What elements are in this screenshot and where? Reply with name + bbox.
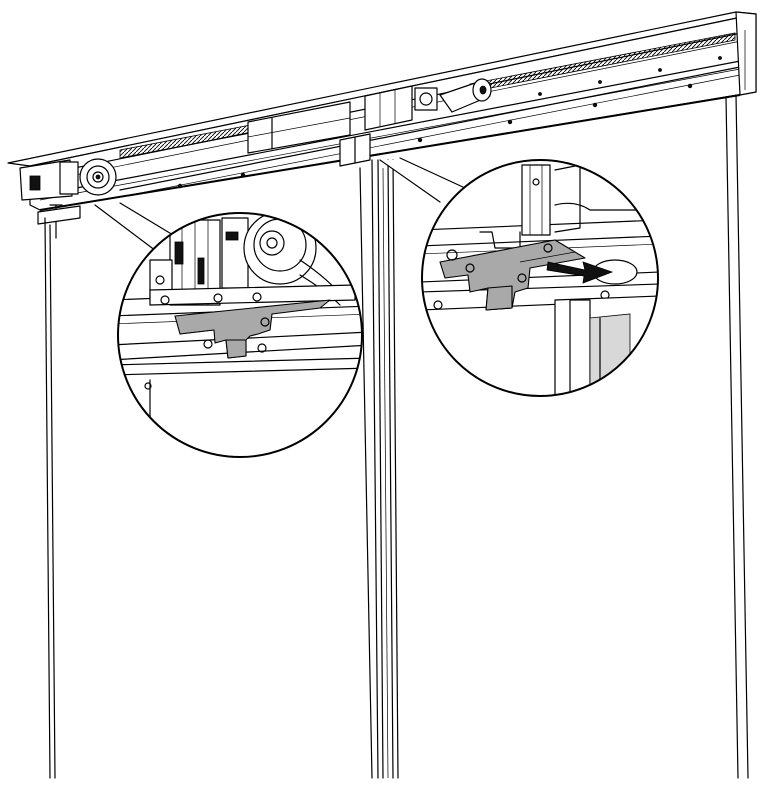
slide-direction-arrow bbox=[546, 261, 614, 284]
left-callout bbox=[117, 212, 363, 458]
left-zoom-outline bbox=[117, 212, 363, 458]
door-right-panel bbox=[725, 94, 749, 779]
door-meeting-stile bbox=[371, 159, 399, 779]
motor bbox=[414, 78, 492, 113]
right-zoom-outline bbox=[421, 159, 659, 397]
rail-screws bbox=[177, 56, 722, 189]
door-left-panel bbox=[44, 167, 373, 779]
right-callout bbox=[421, 159, 659, 397]
right-leader bbox=[379, 157, 466, 203]
left-end-pulley bbox=[19, 158, 117, 239]
header-rail bbox=[7, 11, 757, 239]
